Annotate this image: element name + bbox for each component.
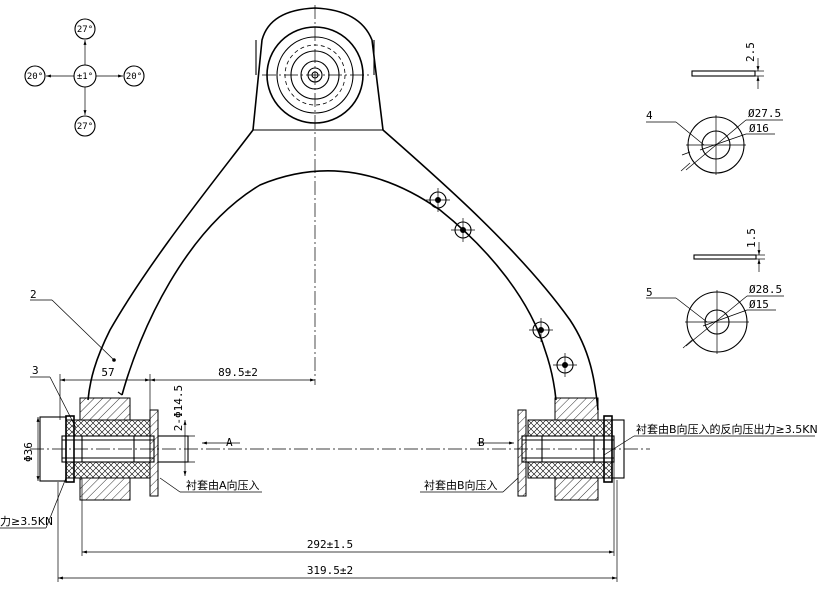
center-angle-label: ±1° (77, 72, 93, 82)
notes: 衬套由A向压入 衬套由B向压入 衬套由B向压入的反向压出力≥3.5KN 力≥3.… (0, 422, 818, 529)
dim-292: 292±1.5 (307, 538, 353, 551)
arm-outer-right (382, 129, 599, 411)
right-angle-label: 20° (126, 72, 142, 82)
rivet-2 (451, 218, 475, 242)
dim-bushing-diameter: Φ36 (22, 442, 35, 462)
washer-5: 1.5 5 Ø28.5 Ø15 (646, 228, 784, 354)
arm-inner-opening (121, 170, 557, 401)
right-circle (123, 65, 145, 87)
note-press-a: 衬套由A向压入 (186, 478, 260, 492)
mark-b: B (478, 436, 485, 449)
washer-5-thickness: 1.5 (745, 228, 758, 248)
section-marks: A B (202, 436, 514, 449)
dimensions: 57 89.5±2 2-Φ14.5 Φ36 292±1.5 319.5±2 (22, 366, 618, 582)
part-labels: 2 3 (30, 288, 115, 429)
note-force-left: 力≥3.5KN (0, 515, 53, 528)
label-part-2: 2 (30, 288, 37, 301)
washer-4: 2.5 4 Ø27.5 Ø16 (646, 42, 783, 175)
bottom-angle-label: 27° (77, 122, 93, 132)
washer-4-thickness: 2.5 (744, 42, 757, 62)
label-part-4: 4 (646, 109, 653, 122)
mark-a: A (226, 436, 233, 449)
dim-319-5: 319.5±2 (307, 564, 353, 577)
washer-5-outer-diameter: Ø28.5 (749, 283, 782, 296)
note-force-right: 衬套由B向压入的反向压出力≥3.5KN (636, 422, 818, 436)
top-circle (74, 18, 96, 40)
left-circle (24, 65, 46, 87)
washer-4-outer-diameter: Ø27.5 (748, 107, 781, 120)
dim-57: 57 (101, 366, 114, 379)
control-arm (87, 5, 599, 411)
bottom-circle (74, 115, 96, 137)
adjustment-diagram: ±1° 27° 27° 20° 20° (24, 18, 145, 137)
top-angle-label: 27° (77, 25, 93, 35)
rivet-1 (426, 188, 450, 212)
washer-5-inner-diameter: Ø15 (749, 298, 769, 311)
note-press-b: 衬套由B向压入 (424, 478, 498, 492)
washer-4-inner-diameter: Ø16 (749, 122, 769, 135)
label-part-3: 3 (32, 364, 39, 377)
left-angle-label: 20° (27, 72, 43, 82)
rivet-3 (529, 318, 553, 342)
dim-bolt-hole: 2-Φ14.5 (172, 385, 185, 431)
label-part-5: 5 (646, 286, 653, 299)
dim-89-5: 89.5±2 (218, 366, 258, 379)
arm-outer-left (87, 129, 254, 401)
rivet-4 (553, 353, 577, 377)
